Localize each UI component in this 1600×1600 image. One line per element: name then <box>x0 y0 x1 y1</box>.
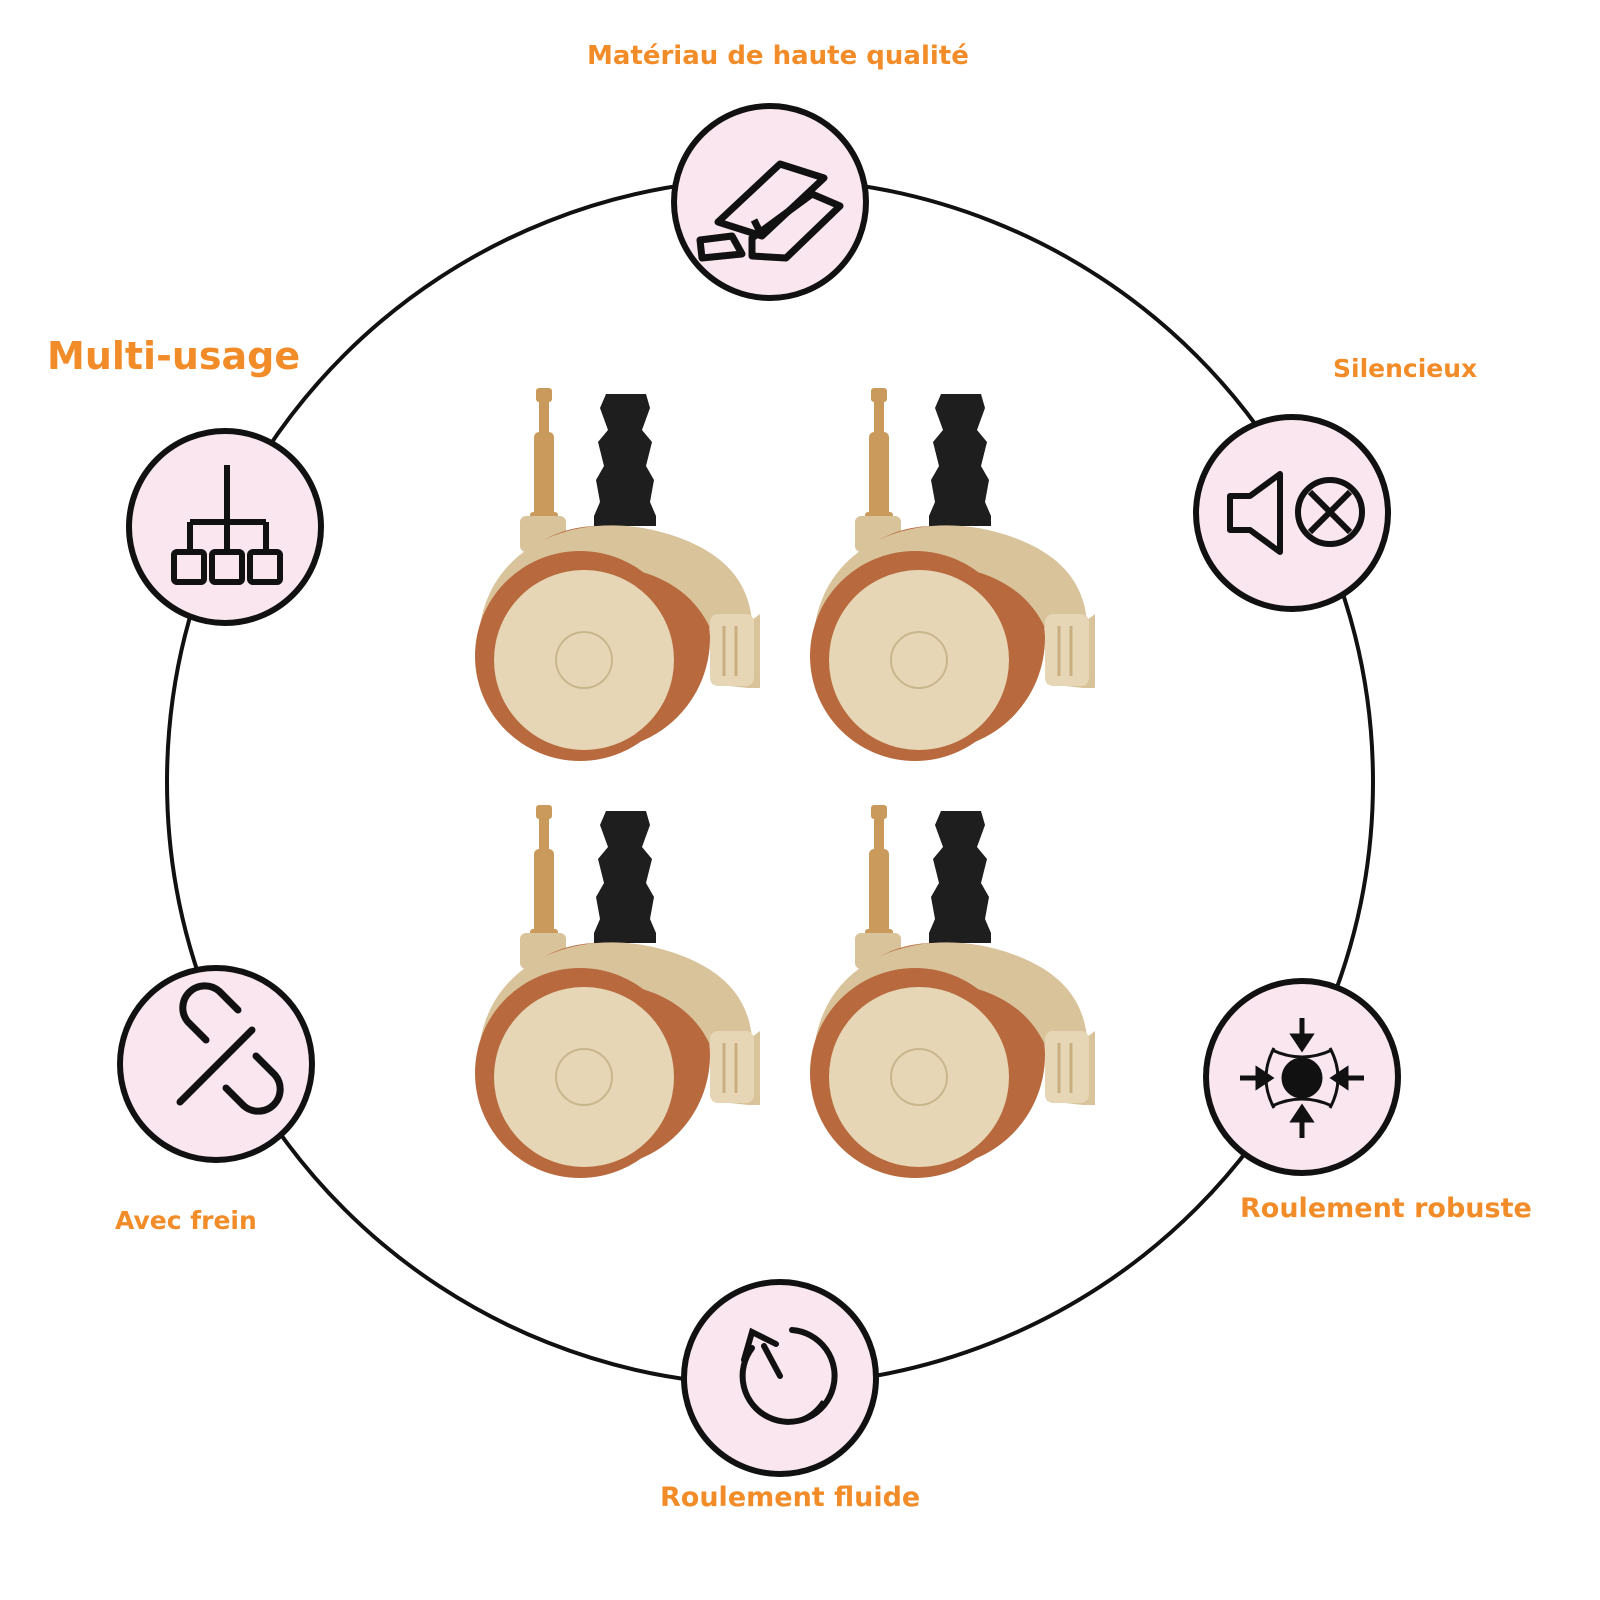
caster-top-left <box>473 386 762 763</box>
label-roulement-robuste: Roulement robuste <box>1240 1193 1532 1224</box>
badge-multi <box>126 428 324 626</box>
speaker-mute-icon <box>1227 471 1365 555</box>
gold-bars-icon <box>696 160 844 262</box>
label-avec-frein: Avec frein <box>115 1206 257 1235</box>
caster-bottom-left <box>473 803 762 1180</box>
feature-ring <box>165 177 1375 1387</box>
label-materiau: Matériau de haute qualité <box>587 41 969 71</box>
hierarchy-icon <box>171 465 283 585</box>
badge-frein <box>117 965 315 1163</box>
label-multi-usage: Multi-usage <box>47 334 301 378</box>
broken-link-icon <box>176 982 284 1115</box>
badge-materiau <box>671 103 869 301</box>
badge-silencieux <box>1193 414 1391 612</box>
label-roulement-fluide: Roulement fluide <box>660 1482 921 1513</box>
badge-fluide <box>681 1279 879 1477</box>
rotate-icon <box>739 1327 838 1425</box>
caster-top-right <box>808 386 1097 763</box>
caster-bottom-right <box>808 803 1097 1180</box>
pressure-center-icon <box>1240 1018 1364 1138</box>
label-silencieux: Silencieux <box>1333 354 1478 383</box>
badge-robuste <box>1203 978 1401 1176</box>
product-image <box>473 386 1097 1180</box>
